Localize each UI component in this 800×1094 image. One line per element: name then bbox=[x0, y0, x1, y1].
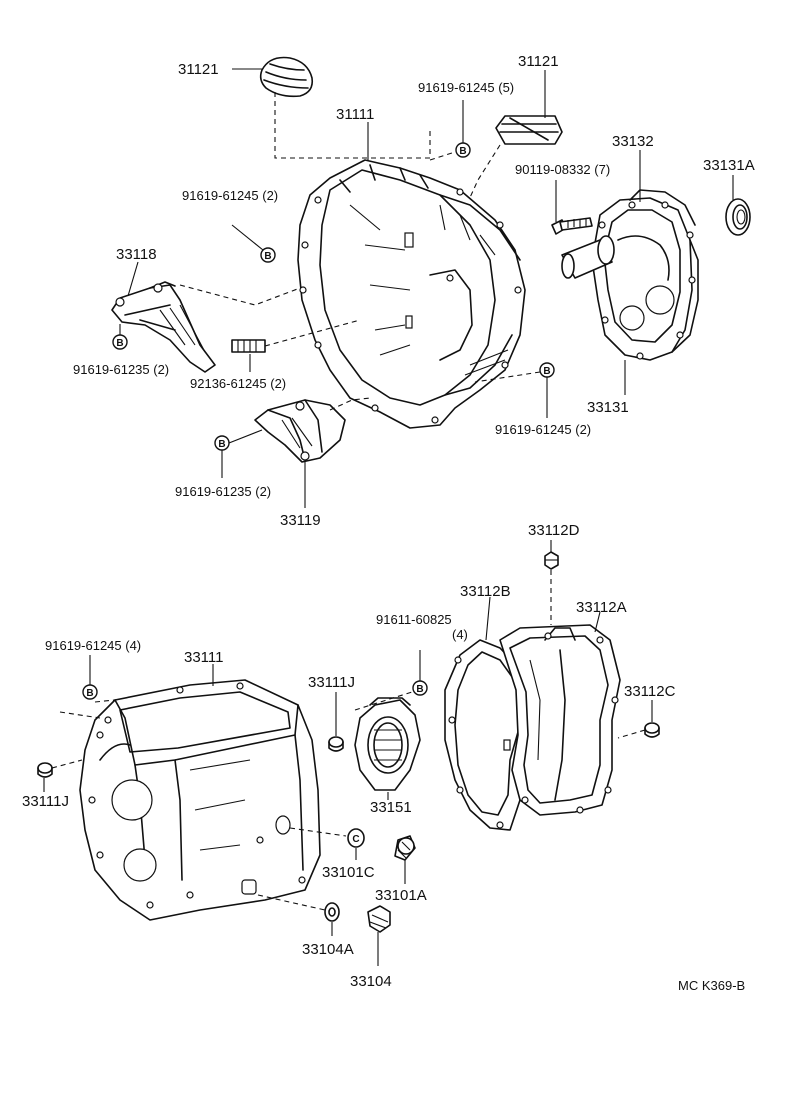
label-31111-top: 31111 bbox=[336, 106, 374, 123]
label-33119: 33119 bbox=[280, 512, 321, 529]
marker-b-5: B bbox=[539, 362, 555, 378]
label-33112B: 33112B bbox=[460, 583, 511, 600]
bracket-33118 bbox=[111, 281, 216, 373]
svg-text:C: C bbox=[352, 834, 359, 845]
washer-33101C: C bbox=[347, 828, 365, 848]
svg-text:B: B bbox=[543, 366, 550, 377]
label-33112A: 33112A bbox=[576, 599, 627, 616]
clutch-housing-31111 bbox=[297, 159, 526, 429]
bearing-retainer-33151 bbox=[354, 697, 421, 791]
label-33118: 33118 bbox=[116, 246, 157, 263]
plug-33101A bbox=[394, 835, 416, 861]
svg-text:B: B bbox=[116, 338, 123, 349]
washer-33104A bbox=[324, 902, 340, 922]
stud-92136-61245 bbox=[231, 339, 266, 353]
label-33111J-mid: 33111J bbox=[308, 674, 355, 691]
label-91619-61235-2-a: 91619-61235 (2) bbox=[73, 362, 169, 377]
label-33151: 33151 bbox=[370, 799, 412, 816]
label-33101A: 33101A bbox=[375, 887, 427, 904]
label-33104A: 33104A bbox=[302, 941, 354, 958]
label-91619-61235-2-b: 91619-61235 (2) bbox=[175, 484, 271, 499]
svg-text:B: B bbox=[218, 439, 225, 450]
dowel-pin-33112C bbox=[644, 722, 660, 738]
label-33111J-left: 33111J bbox=[22, 793, 69, 810]
plug-33112D bbox=[544, 551, 559, 570]
plug-33104 bbox=[367, 905, 391, 933]
marker-b-6: B bbox=[82, 684, 98, 700]
label-31121-left: 31121 bbox=[178, 61, 219, 78]
marker-b-4: B bbox=[214, 435, 230, 451]
svg-text:B: B bbox=[264, 251, 271, 262]
label-33104: 33104 bbox=[350, 973, 392, 990]
svg-text:B: B bbox=[459, 146, 466, 157]
svg-text:B: B bbox=[416, 684, 423, 695]
diagram-code: MC K369-B bbox=[678, 978, 745, 993]
dowel-pin-33111J-mid bbox=[328, 736, 344, 752]
marker-b-3: B bbox=[260, 247, 276, 263]
dowel-pin-33111J-left bbox=[37, 762, 53, 778]
oil-seal-33131A bbox=[725, 198, 751, 236]
bolt-90119-08332 bbox=[551, 217, 593, 235]
extension-housing-33131 bbox=[591, 189, 699, 361]
label-33111-bottom: 33111 bbox=[184, 649, 224, 666]
boot-31121-left bbox=[259, 56, 314, 98]
label-91619-61245-2-b: 91619-61245 (2) bbox=[495, 422, 591, 437]
output-shaft-33131 bbox=[561, 235, 615, 279]
label-33112C: 33112C bbox=[624, 683, 676, 700]
label-91611-60825-qty: (4) bbox=[452, 627, 468, 642]
marker-b-1: B bbox=[455, 142, 471, 158]
label-90119-08332-7: 90119-08332 (7) bbox=[515, 162, 610, 177]
marker-b-2: B bbox=[112, 334, 128, 350]
label-33131: 33131 bbox=[587, 399, 629, 416]
extension-housing-33112A bbox=[499, 624, 621, 816]
label-33101C: 33101C bbox=[322, 864, 375, 881]
transmission-case-33111 bbox=[79, 679, 321, 921]
label-92136-61245-2: 92136-61245 (2) bbox=[190, 376, 286, 391]
label-31121-right: 31121 bbox=[518, 53, 559, 70]
svg-text:B: B bbox=[86, 688, 93, 699]
label-91619-61245-2-a: 91619-61245 (2) bbox=[182, 188, 278, 203]
label-33131A: 33131A bbox=[703, 157, 755, 174]
label-33132: 33132 bbox=[612, 133, 654, 150]
label-91619-61245-5: 91619-61245 (5) bbox=[418, 80, 514, 95]
label-91611-60825: 91611-60825 bbox=[376, 612, 452, 627]
bracket-33119 bbox=[254, 399, 346, 463]
marker-b-7: B bbox=[412, 680, 428, 696]
label-33112D: 33112D bbox=[528, 522, 580, 539]
label-91619-61245-4: 91619-61245 (4) bbox=[45, 638, 141, 653]
boot-31121-right bbox=[495, 115, 563, 145]
